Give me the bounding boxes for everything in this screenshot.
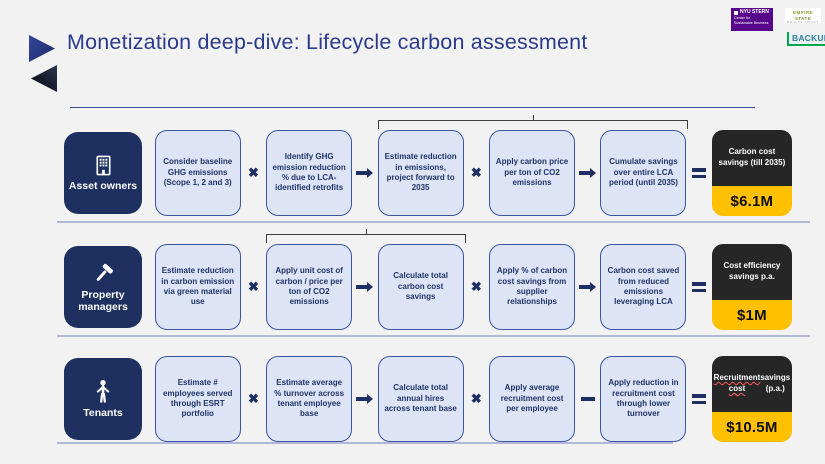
bracket-tick <box>366 229 368 235</box>
nyu-logo-sub1: Center for <box>734 16 750 20</box>
flow-step-box: Consider baseline GHG emissions (Scope 1… <box>154 130 241 216</box>
row-separator <box>57 335 810 337</box>
backup-badge: BACKUP <box>787 32 825 46</box>
result-label-part: savings (p.a.) <box>760 373 791 393</box>
equals-operator <box>687 167 711 179</box>
arrow-head <box>590 168 597 178</box>
persona-card: Property managers <box>64 246 142 328</box>
result-label-part: Carbon cost savings (till 2035) <box>718 147 786 167</box>
result-card: Cost efficiency savings p.a. $1M <box>711 244 792 330</box>
hammer-icon <box>91 261 116 286</box>
multiply-operator: ✖ <box>247 279 259 294</box>
arrow-shaft <box>356 171 368 175</box>
bracket-tick <box>533 115 535 121</box>
nyu-stern-logo: NYU STERN Center for Sustainable Busines… <box>731 8 773 31</box>
row-separator <box>57 221 810 223</box>
arrow-shaft <box>579 285 591 289</box>
arrow-head <box>590 282 597 292</box>
arrow-operator <box>353 394 377 404</box>
minus-operator <box>576 397 600 401</box>
equals-bar <box>692 288 707 293</box>
arrow-head <box>367 168 374 178</box>
building-icon <box>92 154 115 177</box>
title-divider <box>70 107 755 108</box>
empire-state-realty-trust-logo: EMPIRE STATE REALTY TRUST <box>785 8 821 24</box>
arrow-head <box>367 394 374 404</box>
multiply-operator: ✖ <box>470 279 482 294</box>
persona-card: Tenants <box>64 358 142 440</box>
minus-bar <box>580 397 595 401</box>
persona-label: Asset owners <box>68 179 138 192</box>
esrt-logo-text: EMPIRE STATE <box>792 10 813 21</box>
persona-card: Asset owners <box>64 132 142 214</box>
result-label: Recruitment cost savings (p.a.) <box>711 356 792 412</box>
equals-bar <box>692 281 707 286</box>
flow-step-box: Estimate # employees served through ESRT… <box>154 356 241 442</box>
bracket <box>266 229 466 243</box>
multiply-operator: ✖ <box>470 391 482 406</box>
result-value: $6.1M <box>711 186 792 216</box>
row-separator <box>57 442 673 444</box>
flow-step-box: Calculate total carbon cost savings <box>377 244 464 330</box>
persona-label: Tenants <box>83 407 123 420</box>
equals-bar <box>692 400 707 405</box>
flow-step-box: Cumulate savings over entire LCA period … <box>600 130 687 216</box>
esrt-logo-sub: REALTY TRUST <box>787 20 819 24</box>
flow-step-box: Carbon cost saved from reduced emissions… <box>600 244 687 330</box>
arrow-shaft <box>579 171 591 175</box>
person-icon <box>91 378 115 404</box>
arrow-shaft <box>356 285 368 289</box>
page-title: Monetization deep-dive: Lifecycle carbon… <box>67 30 588 54</box>
result-value: $1M <box>711 300 792 330</box>
flow-step-box: Apply unit cost of carbon / price per to… <box>266 244 353 330</box>
result-label: Cost efficiency savings p.a. <box>711 244 792 300</box>
result-label-part: Recruitment cost <box>713 373 761 393</box>
result-card: Recruitment cost savings (p.a.)$10.5M <box>711 356 792 442</box>
equals-bar <box>692 174 707 179</box>
arrow-operator <box>353 282 377 292</box>
flow-step-box: Apply % of carbon cost savings from supp… <box>489 244 576 330</box>
flow-step-box: Calculate total annual hires across tena… <box>377 356 464 442</box>
flow-step-box: Apply carbon price per ton of CO2 emissi… <box>489 130 576 216</box>
equals-operator <box>687 281 711 293</box>
nyu-logo-sub2: Sustainable Business <box>734 21 769 26</box>
equals-bar <box>692 393 707 398</box>
arrow-head <box>367 282 374 292</box>
flow-step-box: Identify GHG emission reduction % due to… <box>266 130 353 216</box>
arrow-operator <box>353 168 377 178</box>
equals-operator <box>687 393 711 405</box>
flow-step-box: Estimate average % turnover across tenan… <box>266 356 353 442</box>
arrow-operator <box>576 168 600 178</box>
flow-step-box: Apply reduction in recruitment cost thro… <box>600 356 687 442</box>
arrow-operator <box>576 282 600 292</box>
nyu-logo-text: NYU STERN <box>740 9 769 15</box>
bracket <box>378 115 688 129</box>
arrow-shaft <box>356 397 368 401</box>
multiply-operator: ✖ <box>247 165 259 180</box>
flow-step-box: Apply average recruitment cost per emplo… <box>489 356 576 442</box>
multiply-operator: ✖ <box>247 391 259 406</box>
multiply-operator: ✖ <box>470 165 482 180</box>
flow-row: Tenants Estimate # employees served throu… <box>64 355 792 443</box>
double-triangle-logo-icon <box>28 35 58 98</box>
flow-row: Asset owners Consider baseline GHG emissi… <box>64 129 792 217</box>
flow-row: Property managers Estimate reduction in c… <box>64 243 792 331</box>
equals-bar <box>692 167 707 172</box>
flow-step-box: Estimate reduction in carbon emission vi… <box>154 244 241 330</box>
persona-label: Property managers <box>78 288 128 313</box>
flow-step-box: Estimate reduction in emissions, project… <box>377 130 464 216</box>
result-card: Carbon cost savings (till 2035) $6.1M <box>711 130 792 216</box>
nyu-torch-icon <box>734 10 738 15</box>
result-label: Carbon cost savings (till 2035) <box>711 130 792 186</box>
result-value: $10.5M <box>711 412 792 442</box>
result-label-part: Cost efficiency savings p.a. <box>723 261 781 281</box>
